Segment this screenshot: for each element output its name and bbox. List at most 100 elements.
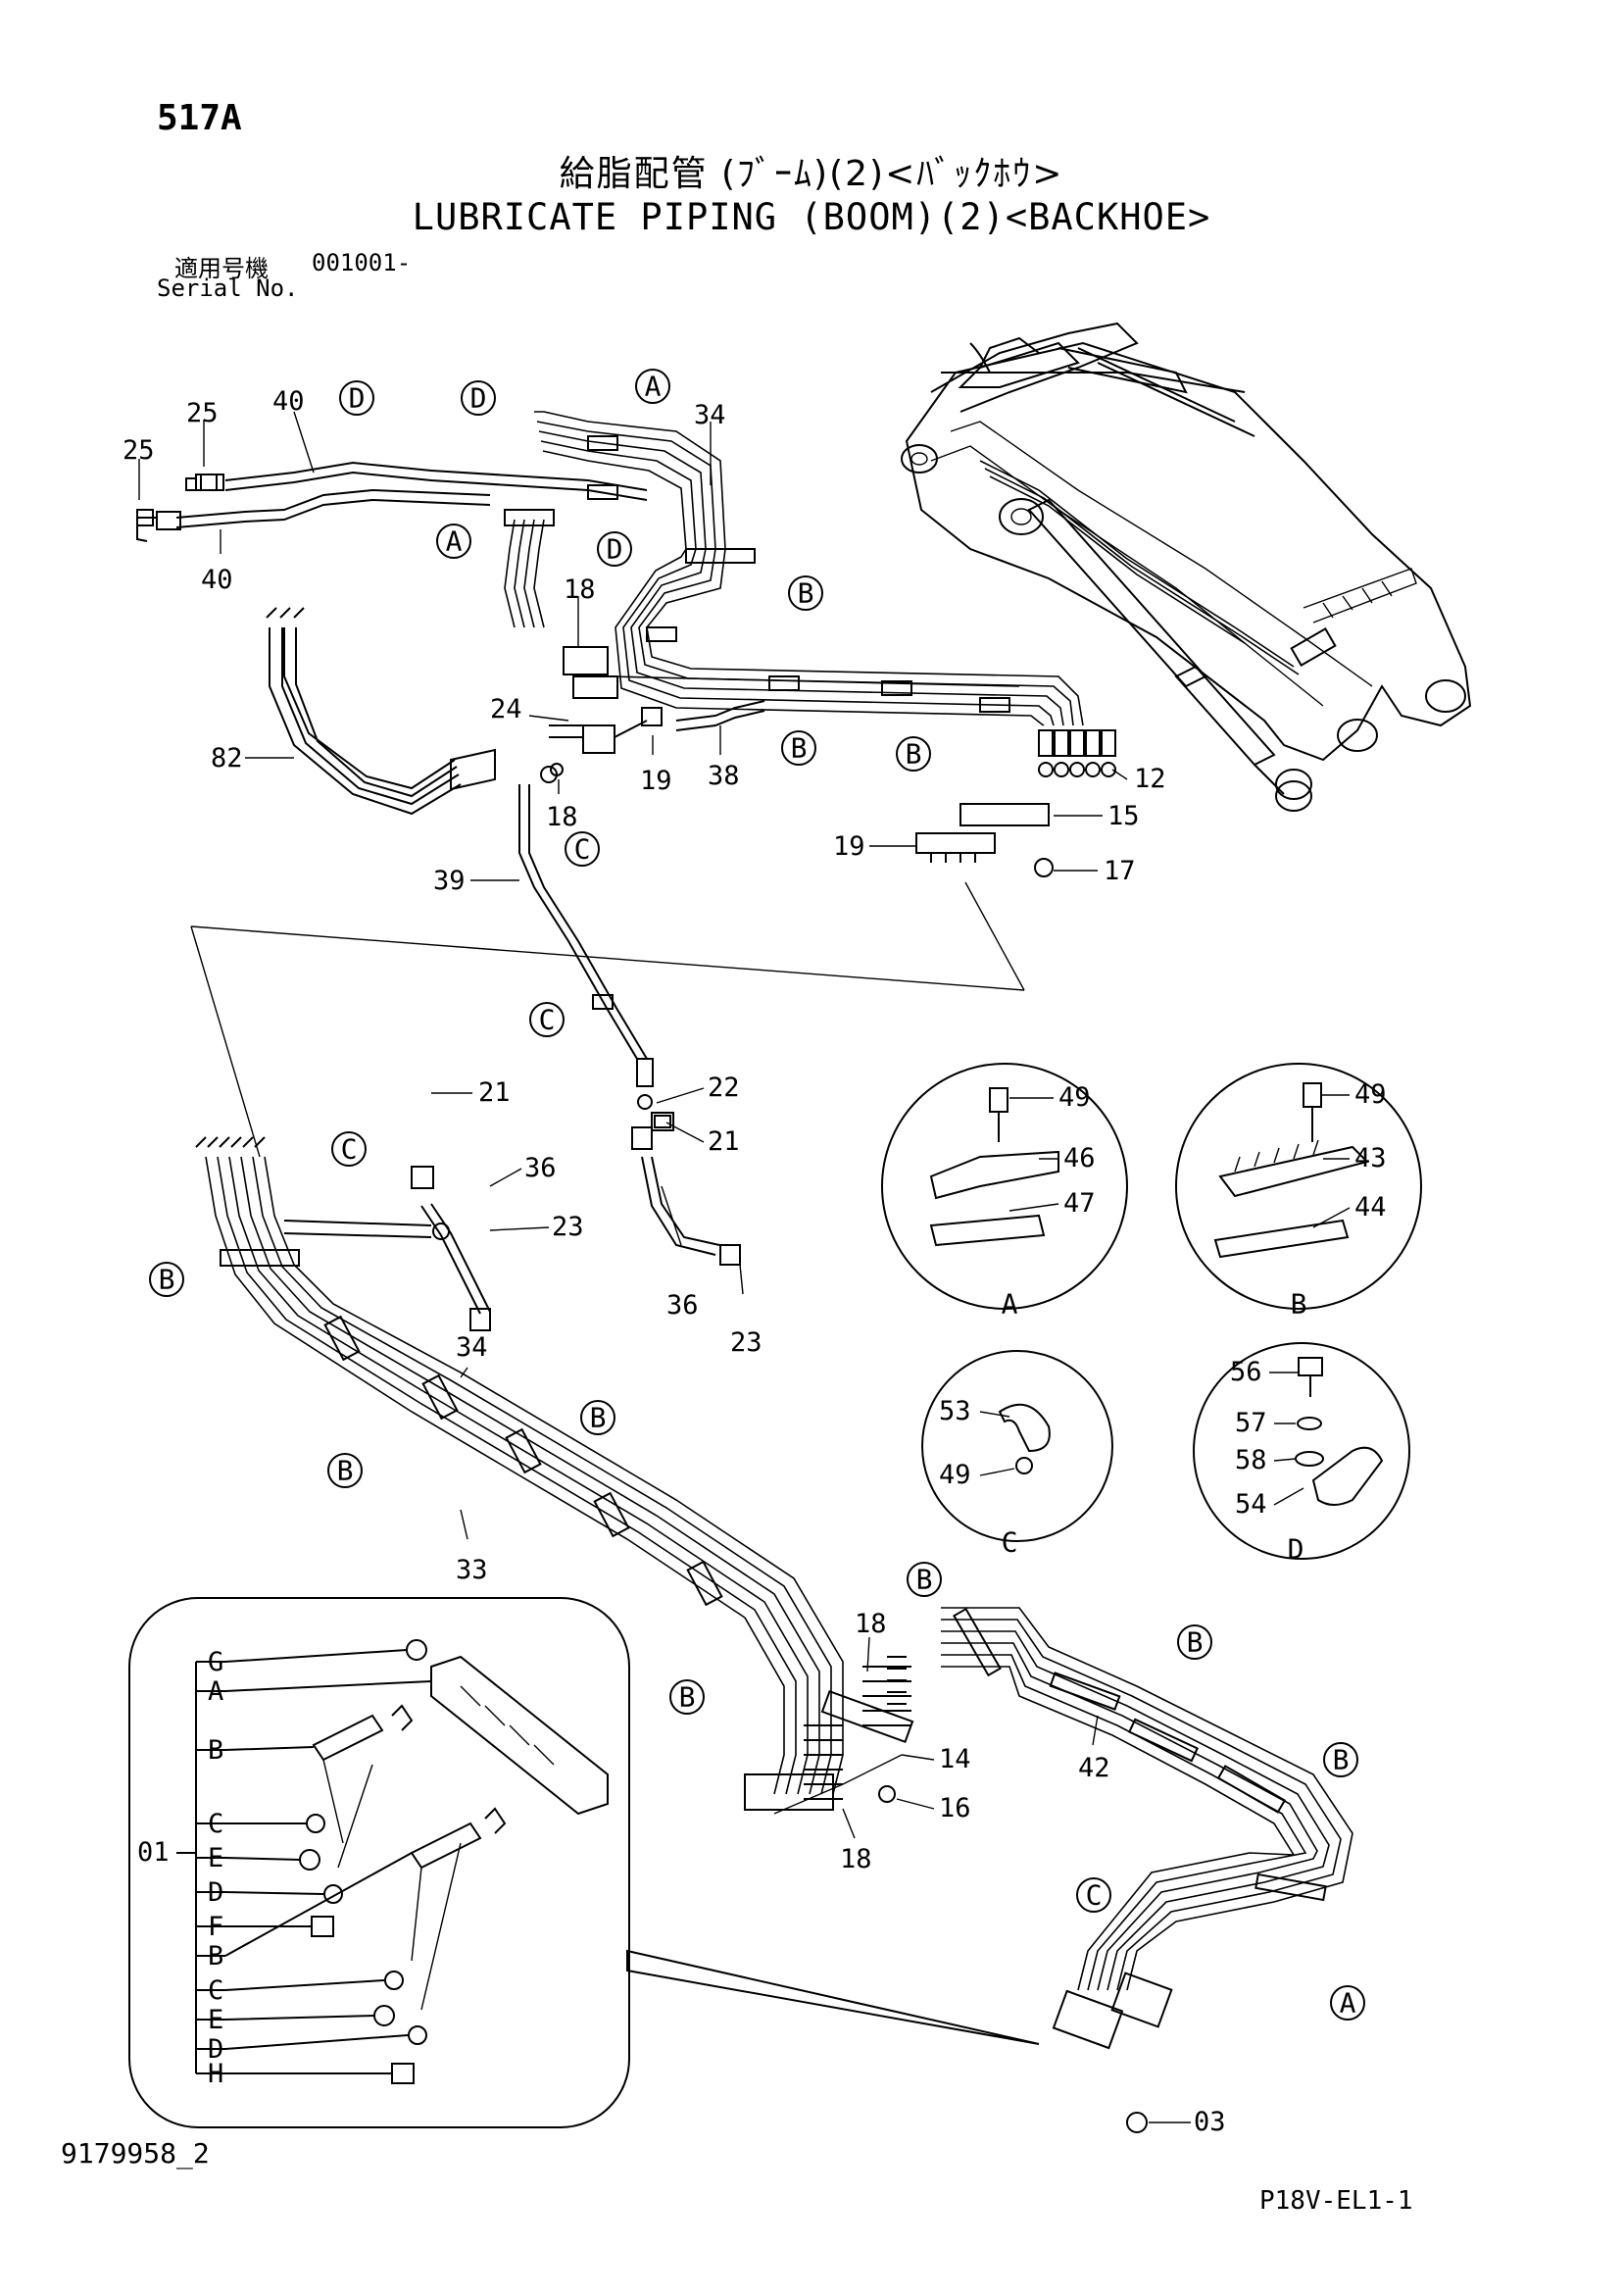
detail-letter: B [337,1455,354,1487]
part-label: 24 [490,694,522,724]
part-label: 47 [1063,1188,1096,1219]
part-label: 56 [1230,1357,1262,1387]
inset-fitting-assembly [128,1597,1040,2128]
part-label: 49 [1354,1079,1387,1110]
page-number: 517A [157,98,242,138]
inset-letter: H [208,2059,223,2089]
part-label: 18 [855,1609,887,1639]
detail-letter: C [1086,1879,1103,1912]
sheet-code: P18V-EL1-1 [1259,2186,1413,2216]
detail-letter: B [1187,1626,1204,1659]
detail-letter: B [679,1681,696,1714]
detail-letter: B [906,738,922,771]
lower-piping [195,1136,844,1811]
part-label: 25 [123,435,155,466]
part-label: 14 [939,1744,971,1774]
part-label: 16 [939,1793,971,1823]
part-label: 23 [552,1212,584,1242]
inset-letter: C [208,1975,223,2006]
detail-letter: B [791,732,808,765]
guide-line [964,881,1025,991]
part-label: 18 [564,574,596,605]
detail-view-c [921,1350,1113,1542]
drawing-number: 9179958_2 [61,2137,210,2170]
guide-line [190,925,261,1158]
part-label: 58 [1235,1445,1267,1475]
part-label: 22 [708,1073,740,1103]
title-english: LUBRICATE PIPING (BOOM)(2)<BACKHOE> [412,196,1211,238]
detail-letter: B [1333,1744,1350,1776]
detail-letter: D [470,382,487,415]
inset-letter: D [208,1877,223,1908]
part-label: 34 [456,1332,488,1363]
detail-letter: A [1340,1987,1356,2020]
part-label: 42 [1078,1753,1110,1783]
title-japanese: 給脂配管 (ﾌﾞｰﾑ)(2)<ﾊﾞｯｸﾎｳ> [559,154,1064,194]
part-label: 34 [694,400,726,430]
inset-letter: B [208,1941,223,1972]
detail-letter: A [645,371,662,403]
upper-piping [136,411,1116,1331]
part-label: 21 [708,1126,740,1157]
part-label: 82 [211,743,243,774]
detail-letter: B [159,1264,175,1296]
serial-number-value: 001001- [312,249,412,276]
part-label: 23 [730,1327,762,1358]
leader-lines [138,411,1351,2123]
detail-letter: B [916,1564,933,1596]
detail-letter: B [590,1402,607,1434]
part-label: 21 [478,1077,511,1108]
part-label: 25 [186,398,219,428]
detail-view-caption: D [1288,1533,1304,1566]
part-label: 33 [456,1555,488,1585]
detail-letter: C [574,833,591,866]
part-label: 46 [1063,1143,1096,1173]
part-label: 19 [640,766,672,796]
fittings-18-14 [804,1666,914,1803]
detail-view-caption: C [1002,1526,1018,1559]
inset-letter: E [208,1843,223,1873]
boom-illustration [901,322,1472,812]
part-label: 18 [546,802,578,832]
inset-letter: D [208,2034,223,2065]
serial-label-english: Serial No. [157,275,299,302]
part-label: 18 [840,1844,872,1874]
guide-line [190,925,1025,991]
part-number-labels: 25 25 40 40 34 18 24 82 18 19 38 12 15 1… [123,386,1387,2137]
part-label: 12 [1134,764,1166,794]
hose-group-42 [887,1607,1353,2133]
inset-letter: A [208,1676,223,1707]
part-label: 40 [272,386,305,417]
inset-letter: C [208,1809,223,1839]
detail-letter: A [446,525,463,558]
part-label: 01 [137,1837,170,1868]
detail-view-d [1193,1342,1410,1560]
detail-letter: C [539,1004,556,1036]
detail-view-b [1175,1063,1422,1310]
detail-letter: C [341,1133,358,1166]
detail-letter: D [607,533,623,566]
part-label: 49 [939,1460,971,1490]
inset-letter: E [208,2005,223,2035]
part-label: 19 [833,831,865,862]
part-label: 43 [1354,1143,1387,1173]
inset-callout-letters: G A B C E D F B C E D H [208,1647,223,2089]
detail-view-caption: B [1291,1288,1307,1321]
inset-letter: F [208,1912,223,1942]
detail-callouts: D D A A D B B B C C C B B B B B B B A C … [149,369,1365,2021]
part-label: 15 [1107,801,1140,831]
part-label: 38 [708,761,740,791]
part-label: 17 [1104,856,1136,886]
inset-letter: B [208,1735,223,1766]
part-label: 54 [1235,1489,1267,1520]
part-label: 49 [1058,1082,1091,1113]
part-label: 39 [433,866,466,896]
fittings-12 [1038,729,1116,777]
detail-letter: D [349,382,366,415]
detail-letter: B [798,577,814,610]
part-label: 36 [524,1153,557,1183]
part-label: 44 [1354,1192,1387,1223]
part-label: 03 [1194,2107,1226,2137]
serial-label-japanese: 適用号機 [174,255,269,282]
